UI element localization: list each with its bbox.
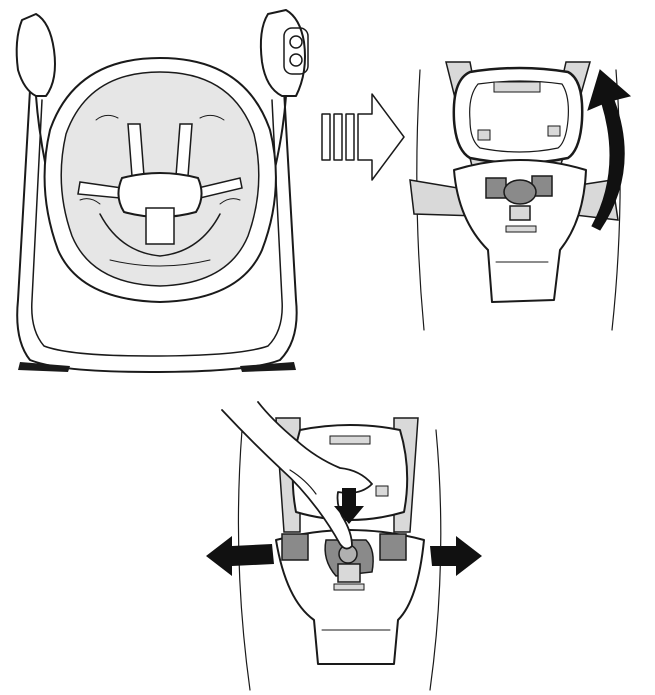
- pull-left-arrow-icon: [206, 536, 274, 576]
- right-foot: [240, 362, 296, 372]
- right-upright: [259, 9, 306, 97]
- buckle-center: [503, 179, 537, 205]
- control-panel: [283, 27, 309, 75]
- tray-lift-step: [409, 61, 632, 331]
- leg-opening: [99, 213, 221, 257]
- step-arrow-icon: [321, 93, 405, 181]
- power-knob-icon: [289, 53, 303, 67]
- buckle-left-clip: [485, 177, 507, 199]
- speed-knob-icon: [289, 35, 303, 49]
- press-arrow-icon: [334, 488, 364, 524]
- seat-tray: [117, 172, 203, 218]
- right-clip: [379, 533, 407, 561]
- lift-arrow-icon: [587, 69, 632, 231]
- swing-seat-overview: [15, 9, 309, 373]
- crotch-strap: [145, 207, 175, 245]
- swing-frame-inner: [31, 99, 283, 357]
- left-clip: [281, 533, 309, 561]
- left-upright: [15, 13, 56, 97]
- pull-right-arrow-icon: [430, 536, 482, 576]
- left-foot: [18, 362, 70, 372]
- buckle-release-step: [206, 401, 482, 691]
